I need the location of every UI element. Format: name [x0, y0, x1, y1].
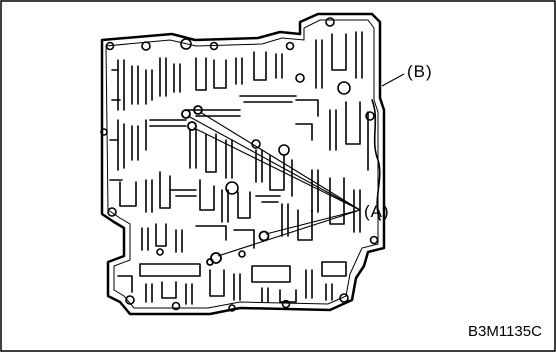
valve-body-inner-edge	[105, 19, 379, 309]
leader-line-b	[381, 73, 405, 87]
callout-a-label: (A)	[364, 202, 390, 221]
valve-body-outline	[100, 12, 386, 316]
figure-code: B3M1135C	[468, 323, 542, 340]
valve-holes	[100, 17, 379, 312]
leader-lines-a	[187, 111, 361, 257]
check-ball-marks	[181, 105, 270, 266]
callout-b-label: (B)	[407, 62, 433, 81]
channel-passages	[109, 31, 381, 305]
